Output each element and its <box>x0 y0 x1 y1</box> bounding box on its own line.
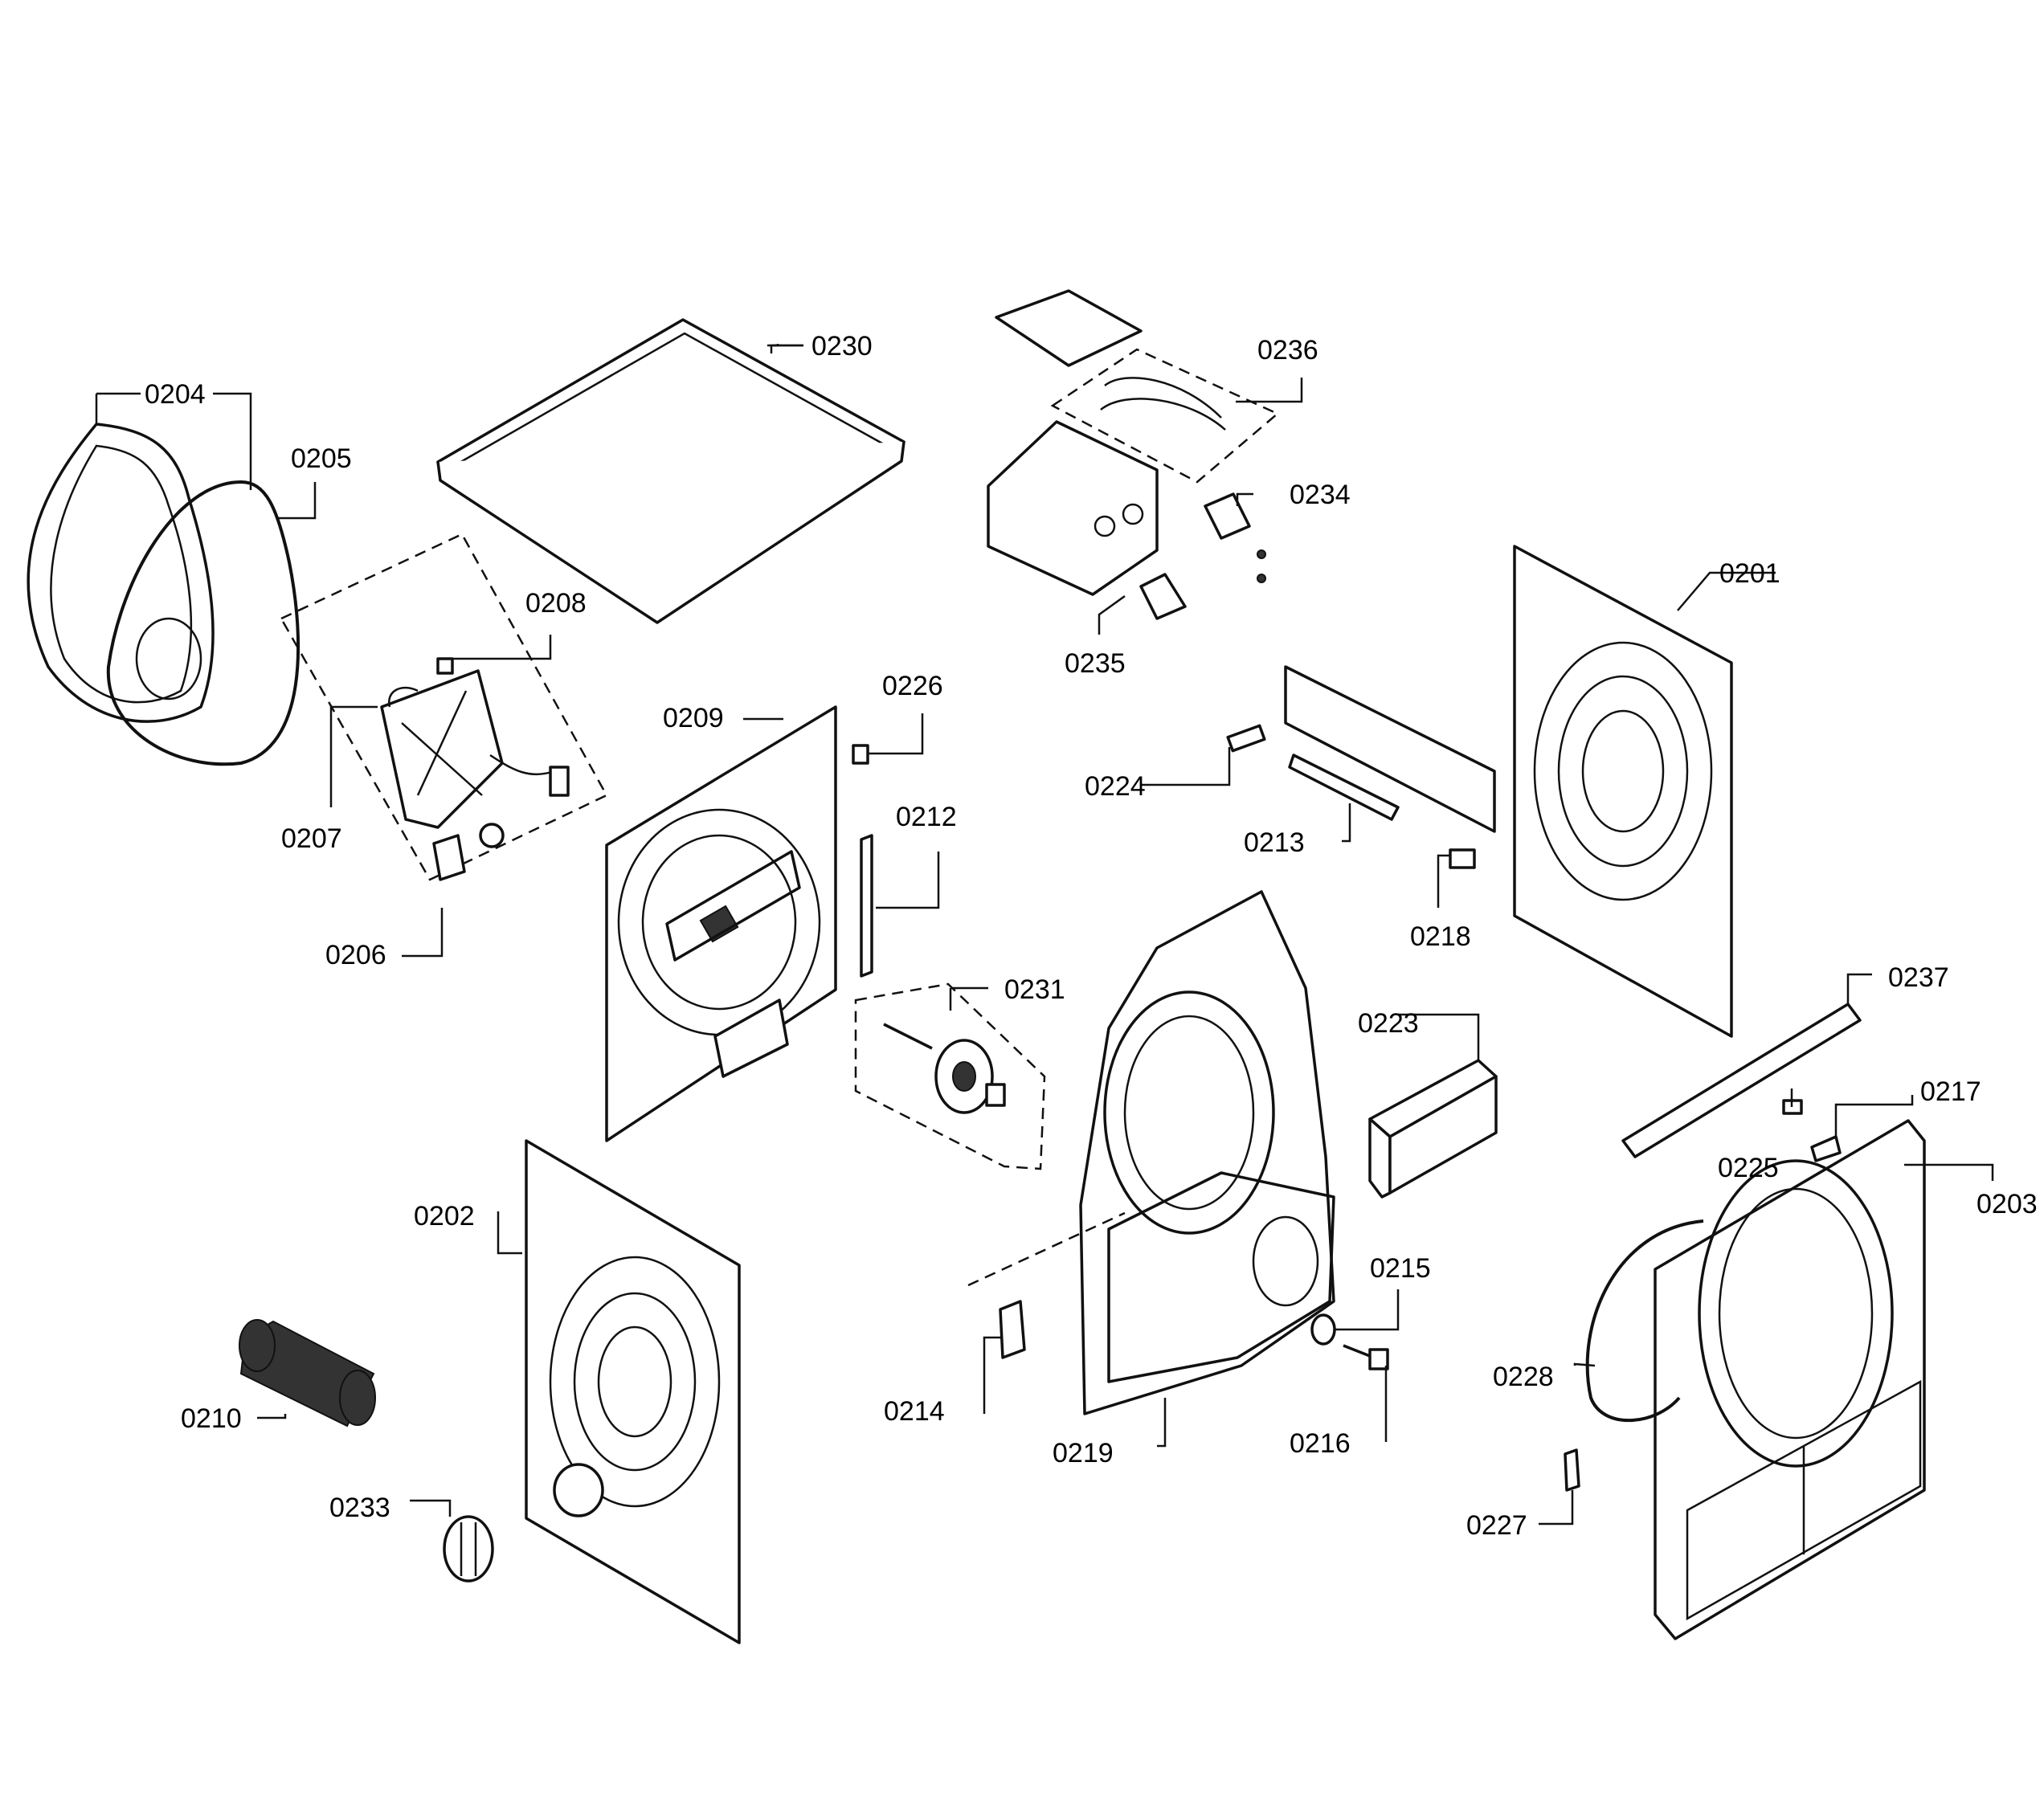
part-door-outer-frame[interactable] <box>27 423 215 723</box>
label-0215: 0215 <box>1370 1253 1431 1284</box>
label-0219: 0219 <box>1053 1438 1114 1468</box>
label-0206: 0206 <box>325 940 386 970</box>
label-0225: 0225 <box>1718 1153 1779 1183</box>
label-0209: 0209 <box>663 703 724 733</box>
label-0233: 0233 <box>329 1493 390 1523</box>
part-lint-filter[interactable] <box>1368 1059 1498 1199</box>
part-side-panel-right[interactable] <box>1513 545 1733 1038</box>
group-box-0206 <box>280 533 608 881</box>
part-filter-roll[interactable] <box>239 1319 376 1427</box>
label-0223: 0223 <box>1358 1008 1419 1039</box>
part-number-labels: 0230 0204 0205 0208 0207 0206 0209 0226 … <box>145 331 2038 1541</box>
label-0216: 0216 <box>1290 1428 1351 1459</box>
label-0228: 0228 <box>1493 1362 1554 1392</box>
part-hook-0217[interactable] <box>1810 1135 1842 1162</box>
part-top-cover[interactable] <box>436 318 905 624</box>
label-0203: 0203 <box>1977 1189 2038 1219</box>
label-0235: 0235 <box>1065 648 1126 679</box>
part-shaft-0216[interactable] <box>1343 1344 1389 1370</box>
label-0204: 0204 <box>145 379 206 410</box>
part-round-cap[interactable] <box>443 1515 494 1583</box>
label-0224: 0224 <box>1085 771 1146 802</box>
part-side-panel-left[interactable] <box>525 1139 741 1644</box>
label-0201: 0201 <box>1719 558 1780 589</box>
label-0217: 0217 <box>1920 1076 1981 1107</box>
part-clip-0226[interactable] <box>852 744 869 765</box>
label-0226: 0226 <box>882 671 943 701</box>
part-door-gasket[interactable] <box>106 480 300 766</box>
part-knob-0215[interactable] <box>1310 1313 1336 1346</box>
label-0236: 0236 <box>1257 335 1318 366</box>
label-0234: 0234 <box>1290 480 1351 510</box>
leader-lines <box>95 344 1994 1525</box>
part-junction-box[interactable] <box>987 289 1280 620</box>
part-door-seal[interactable] <box>1585 1219 1704 1423</box>
part-latch-0214[interactable] <box>999 1300 1026 1359</box>
part-bracket-0212[interactable] <box>860 834 873 978</box>
label-0210: 0210 <box>181 1403 242 1434</box>
label-0212: 0212 <box>896 802 957 832</box>
label-0207: 0207 <box>281 823 342 854</box>
part-front-bulkhead[interactable] <box>1079 890 1335 1415</box>
part-rear-wall[interactable] <box>605 705 837 1142</box>
part-front-panel[interactable] <box>1654 1119 1926 1640</box>
label-0208: 0208 <box>525 588 587 619</box>
label-0237: 0237 <box>1888 962 1949 993</box>
part-heater-housing[interactable] <box>380 657 570 881</box>
group-box-0231 <box>854 982 1046 1170</box>
axis-line-0219 <box>967 1211 1126 1287</box>
label-0205: 0205 <box>291 443 352 474</box>
label-0213: 0213 <box>1244 827 1305 858</box>
part-control-board[interactable] <box>1226 665 1496 869</box>
label-0230: 0230 <box>811 331 873 361</box>
label-0218: 0218 <box>1410 921 1471 952</box>
part-top-strip-0237[interactable] <box>1621 1003 1862 1158</box>
label-0227: 0227 <box>1466 1510 1527 1541</box>
part-latch-0227[interactable] <box>1564 1448 1580 1492</box>
label-0231: 0231 <box>1004 974 1065 1005</box>
label-0214: 0214 <box>884 1396 945 1427</box>
label-0202: 0202 <box>414 1201 475 1231</box>
part-drum-axle[interactable] <box>883 1023 1006 1114</box>
